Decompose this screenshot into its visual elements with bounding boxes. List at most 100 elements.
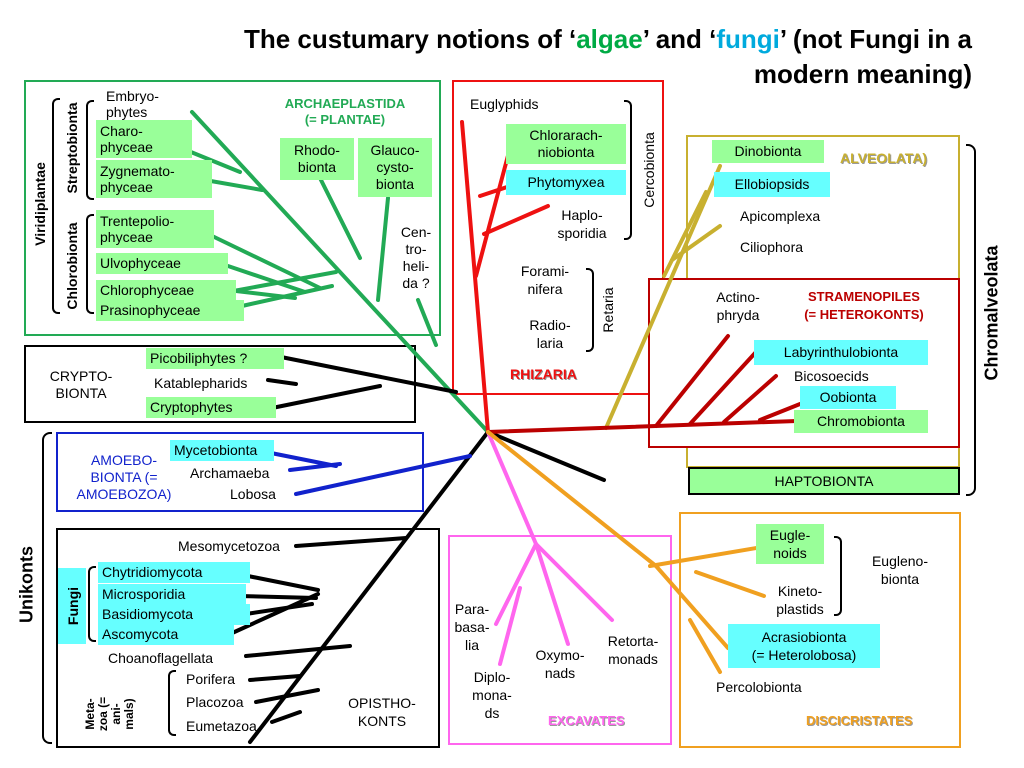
title-text-3: ’ (not Fungi in a modern meaning) xyxy=(753,24,972,89)
taxon-glaucocystobionta: Glauco- cysto- bionta xyxy=(358,138,432,197)
taxon-prasinophyceae: Prasinophyceae xyxy=(96,300,244,321)
taxon-radiolaria: Radio- laria xyxy=(529,317,571,351)
phytomyxea-branch xyxy=(478,184,512,198)
mesomycetozoa-branch xyxy=(294,536,408,548)
acrasiobionta-branch xyxy=(654,564,730,650)
taxon-eumetazoa: Eumetazoa xyxy=(186,718,257,734)
taxon-rhodobionta: Rhodo- bionta xyxy=(280,138,354,180)
taxon-centroheliida: Cen- tro- heli- da ? xyxy=(400,224,432,291)
taxon-porifera: Porifera xyxy=(186,671,236,687)
archamaeba-branch xyxy=(288,462,342,472)
cryptophytes-branch xyxy=(270,384,382,410)
opistho-label: OPISTHO- KONTS xyxy=(348,695,416,729)
taxon-chromobionta: Chromobionta xyxy=(794,410,928,433)
diplomonads-branch xyxy=(498,586,522,666)
oxymonads-branch xyxy=(534,542,570,646)
amoebo-main-branch xyxy=(294,454,472,496)
title-fungi: fungi xyxy=(716,24,780,54)
euglenoids-branch xyxy=(648,544,770,568)
chromalveolata-label: Chromalveolata xyxy=(981,245,1002,381)
kinetoplastids-branch xyxy=(694,570,766,598)
taxon-choanoflagellata: Choanoflagellata xyxy=(108,650,214,666)
euglenobionta-label: Eugleno- bionta xyxy=(871,553,929,587)
basidiomycota-branch xyxy=(244,602,314,616)
alveolata-main-branch xyxy=(604,164,722,430)
taxon-haplosporidia: Haplo- sporidia xyxy=(557,207,607,241)
rhizaria-label: RHIZARIA xyxy=(510,366,577,382)
excavate-branches xyxy=(486,430,614,666)
mycetobionta-branch xyxy=(264,450,338,468)
taxon-oobionta: Oobionta xyxy=(800,386,896,409)
porifera-branch xyxy=(248,674,302,682)
labyrinthulobionta-branch xyxy=(688,350,758,426)
excavates-main-branch xyxy=(486,430,538,546)
taxon-parabasalia: Para- basa- lia xyxy=(454,601,490,653)
taxon-microsporidia: Microsporidia xyxy=(98,584,246,605)
taxon-diplomonads: Diplo- mona- ds xyxy=(472,669,512,721)
taxon-labyrinthulobionta: Labyrinthulobionta xyxy=(754,340,928,365)
opistho-main-branch xyxy=(248,430,490,744)
charophyceae-branch xyxy=(184,148,242,174)
percolobionta-branch xyxy=(688,618,722,674)
amoebozoa-branches xyxy=(264,450,472,496)
picobiliphytes-branch xyxy=(274,354,458,394)
taxon-lobosa: Lobosa xyxy=(230,486,276,502)
taxon-ciliophora: Ciliophora xyxy=(740,239,804,255)
fungi-label-bg xyxy=(58,568,86,644)
taxon-embryophytes: Embryo- phytes xyxy=(106,88,159,120)
taxon-ulvophyceae: Ulvophyceae xyxy=(96,253,228,274)
title-algae: algae xyxy=(576,24,643,54)
euglenobionta-bracket xyxy=(834,536,842,616)
streptobionta-label: Streptobionta xyxy=(64,102,80,194)
excavates-label: EXCAVATES xyxy=(548,713,625,728)
fungi-label: Fungi xyxy=(65,586,81,626)
taxon-basidiomycota: Basidiomycota xyxy=(98,604,250,625)
taxon-apicomplexa: Apicomplexa xyxy=(740,208,821,224)
ascomycota-branch xyxy=(228,592,320,636)
glaucocystobionta-branch xyxy=(376,196,390,302)
taxon-kinetoplastids: Kineto- plastids xyxy=(776,583,824,617)
taxon-foraminifera: Forami- nifera xyxy=(520,263,570,297)
parabasalia-branch xyxy=(494,542,538,626)
rhizaria-branches xyxy=(460,120,550,434)
chromalveolata-bracket xyxy=(966,144,976,496)
amoebo-frame xyxy=(56,432,424,512)
metazoa-bracket xyxy=(168,670,176,736)
taxon-euglyphids: Euglyphids xyxy=(470,96,539,112)
chlorobionta-branch xyxy=(226,270,338,294)
taxon-actinophryda: Actino- phryda xyxy=(716,289,760,323)
stramenopiles-label: STRAMENOPILES (= HETEROKONTS) xyxy=(804,289,924,322)
taxon-euglenoids: Eugle- noids xyxy=(756,524,824,564)
centroheliida-branch xyxy=(416,298,438,347)
metazoa-label: Meta- zoa (= ani- mals) xyxy=(83,696,136,732)
taxon-chlorarachniobionta: Chlorarach- niobionta xyxy=(506,124,626,164)
taxon-picobiliphytes: Picobiliphytes ? xyxy=(146,348,284,369)
rhizaria-frame xyxy=(452,80,664,395)
zygnematophyceae-branch xyxy=(203,178,264,192)
taxon-percolobionta: Percolobionta xyxy=(716,679,802,695)
archae-main-branch xyxy=(190,110,490,434)
discicristates-label: DISCICRISTATES xyxy=(806,713,913,728)
cercobionta-bracket xyxy=(624,100,632,240)
amoebo-label: AMOEBO- BIONTA (= AMOEBOZOA) xyxy=(76,452,172,502)
eumetazoa-branch xyxy=(270,710,302,724)
taxon-chlorophyceae: Chlorophyceae xyxy=(96,280,236,301)
actinophryda-branch xyxy=(654,334,730,428)
opistho-frame xyxy=(56,528,440,748)
taxon-oxymonads: Oxymo- nads xyxy=(535,647,585,681)
chytridiomycota-branch xyxy=(246,574,320,592)
apicomplexa-branch xyxy=(670,224,722,262)
ellobiopsids-branch xyxy=(662,190,708,278)
taxon-zygnematophyceae: Zygnemato- phyceae xyxy=(96,160,212,198)
retaria-bracket xyxy=(586,268,594,352)
taxon-ellobiopsids: Ellobiopsids xyxy=(714,172,830,197)
cercobionta-label: Cercobionta xyxy=(641,132,657,208)
taxon-dinobionta: Dinobionta xyxy=(712,140,824,163)
ulvophyceae-branch xyxy=(226,264,307,294)
streptobionta-bracket xyxy=(86,100,94,200)
taxon-trentepoliophyceae: Trentepolio- phyceae xyxy=(96,210,214,248)
page-title: The custumary notions of ‘algae’ and ‘fu… xyxy=(212,22,972,92)
taxon-katablepharids: Katablepharids xyxy=(154,375,248,391)
